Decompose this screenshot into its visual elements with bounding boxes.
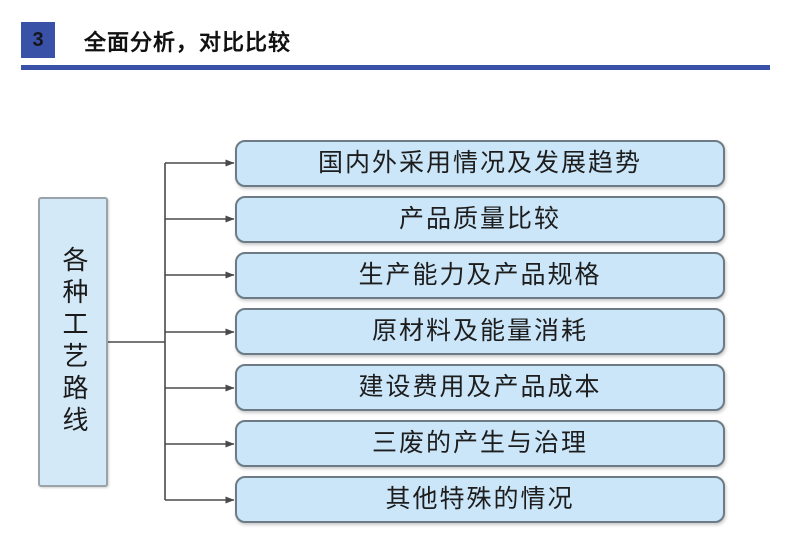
branch-node[interactable]: 建设费用及产品成本 (235, 364, 725, 411)
root-node[interactable]: 各种工艺路线 (38, 197, 108, 487)
branch-node[interactable]: 三废的产生与治理 (235, 420, 725, 467)
header-divider (21, 65, 770, 70)
branch-node-label: 建设费用及产品成本 (358, 374, 602, 401)
branch-node[interactable]: 生产能力及产品规格 (235, 252, 725, 299)
branch-node[interactable]: 产品质量比较 (235, 196, 725, 243)
branch-node[interactable]: 其他特殊的情况 (235, 476, 725, 523)
branch-node-label: 生产能力及产品规格 (358, 262, 602, 289)
branch-node-label: 三废的产生与治理 (371, 430, 588, 457)
branch-node[interactable]: 国内外采用情况及发展趋势 (235, 140, 725, 187)
root-node-label: 各种工艺路线 (59, 246, 88, 438)
page-title: 全面分析，对比比较 (84, 30, 292, 55)
slide-header: 3 全面分析，对比比较 (0, 0, 792, 80)
branch-node-label: 原材料及能量消耗 (371, 318, 588, 345)
branch-node-label: 国内外采用情况及发展趋势 (317, 150, 642, 177)
branch-node-label: 产品质量比较 (398, 206, 561, 233)
process-comparison-diagram: 各种工艺路线 国内外采用情况及发展趋势 产品质量比较 生产能力及产品规格 原材料… (0, 80, 792, 555)
branch-node-label: 其他特殊的情况 (385, 486, 575, 513)
step-number-badge: 3 (21, 22, 55, 58)
branch-node[interactable]: 原材料及能量消耗 (235, 308, 725, 355)
